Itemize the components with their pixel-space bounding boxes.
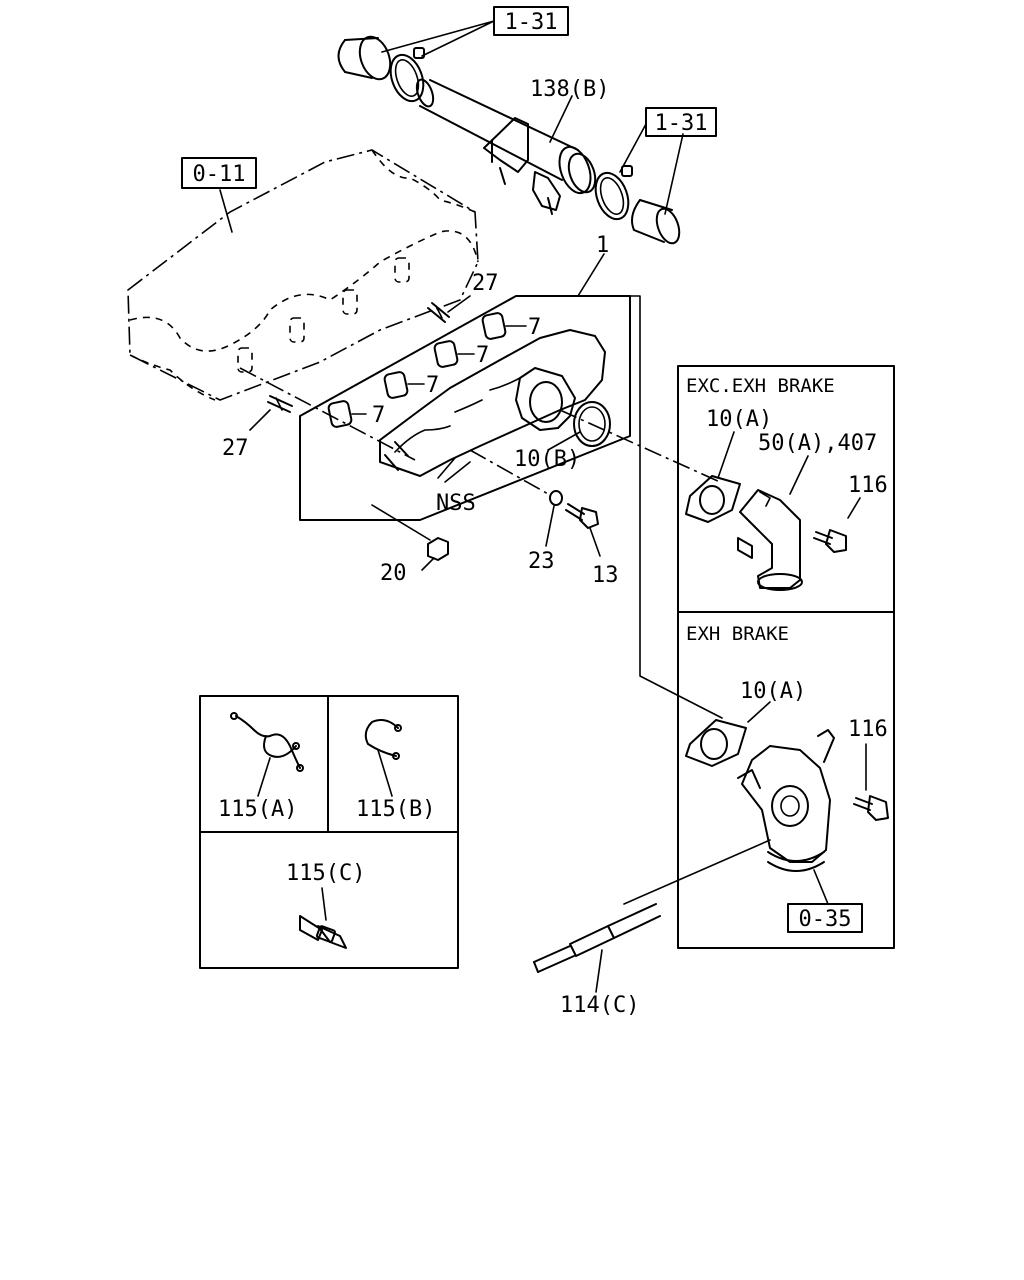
part-label-116-exh: 116 [848,717,888,742]
part-label-114c: 114(C) [560,993,639,1018]
bolt-116-exh [853,795,889,821]
exh-brake-panel [677,611,895,949]
pipe-assembly-138b [337,35,681,245]
part-label-116-exc: 116 [848,473,888,498]
gasket-7-2 [383,371,409,399]
clip-115c [299,915,347,949]
bolt-13 [565,503,599,529]
part-label-7-b: 7 [426,373,439,398]
stud-27-lower [267,395,293,413]
manifold-kit-box [299,295,631,521]
cylinder-head-outline [127,149,479,401]
section-title-exh-brake: EXH BRAKE [686,623,789,645]
bolt-116-exc [813,529,847,553]
clip-115a [230,712,304,772]
part-label-27-left: 27 [222,436,249,461]
part-label-nss: NSS [436,491,476,516]
ref-box-1-31-right [645,107,717,137]
part-label-13: 13 [592,563,619,588]
washer-23 [549,490,563,506]
gasket-7-group [327,312,507,428]
clip-115b [364,719,402,760]
nut-20 [427,537,449,561]
part-label-27-top: 27 [472,271,499,296]
ref-label-0-35: 0-35 [799,907,852,932]
part-label-7-c: 7 [476,343,489,368]
ref-label-1-31-top: 1-31 [505,10,558,35]
stud-27-upper [427,302,450,323]
ref-box-0-35 [787,903,863,933]
part-label-115a: 115(A) [218,797,297,822]
ref-box-1-31-top [493,6,569,36]
gasket-7-4 [481,312,507,340]
elbow-50a-exc [737,489,803,591]
part-label-20: 20 [380,561,407,586]
part-label-7-a: 7 [372,403,385,428]
cable-114c [533,903,661,973]
exhaust-brake-valve [737,729,835,872]
part-label-115b: 115(B) [356,797,435,822]
gasket-7-1 [327,400,353,428]
part-label-138b: 138(B) [530,77,609,102]
ref-label-1-31-right: 1-31 [655,111,708,136]
part-label-10a-exc: 10(A) [706,407,772,432]
gasket-10a-exh [685,719,747,767]
part-label-7-d: 7 [528,315,541,340]
gasket-7-3 [433,340,459,368]
ref-label-0-11: 0-11 [193,162,246,187]
part-label-10b: 10(B) [514,447,580,472]
part-label-50a-407: 50(A),407 [758,431,877,456]
section-title-exc-exh-brake: EXC.EXH BRAKE [686,375,835,397]
gasket-10a-exc [685,475,741,523]
part-label-115c: 115(C) [286,861,365,886]
ref-box-0-11 [181,157,257,189]
part-label-10a-exh: 10(A) [740,679,806,704]
part-label-1: 1 [596,233,609,258]
part-label-23: 23 [528,549,555,574]
